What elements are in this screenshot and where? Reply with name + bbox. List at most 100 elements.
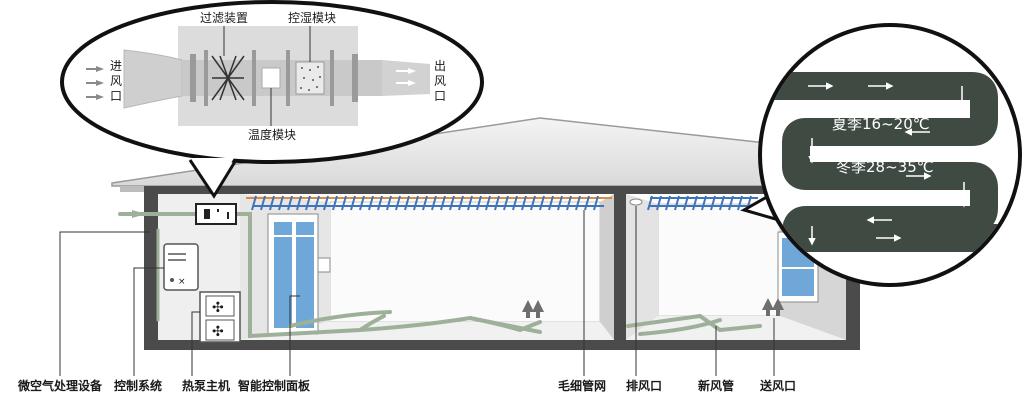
control-system-unit: × — [163, 243, 199, 291]
capillary-pipe — [386, 195, 392, 211]
humidity-module — [295, 61, 325, 95]
capillary-pipe — [692, 195, 698, 211]
svg-text:×: × — [178, 277, 186, 287]
capillary-pipe — [359, 195, 365, 211]
capillary-pipe — [656, 195, 662, 211]
exhaust-vent — [629, 198, 643, 206]
inlet-flow-arrows — [86, 66, 104, 100]
label-supply-vent: 送风口 — [759, 378, 796, 393]
capillary-pipe — [467, 195, 473, 211]
capillary-pipe — [683, 195, 689, 211]
room2-back — [657, 203, 781, 317]
inlet-label-2: 风 — [110, 74, 122, 88]
capillary-pipe — [251, 195, 257, 211]
capillary-pipe — [584, 195, 590, 211]
capillary-pipe — [413, 195, 419, 211]
label-fresh-air-duct: 新风管 — [698, 378, 734, 393]
outlet-flow-arrows — [396, 68, 416, 86]
winter-temperature: 冬季28~35℃ — [836, 158, 934, 176]
capillary-pipe — [341, 195, 347, 211]
capillary-pipe — [314, 195, 320, 211]
capillary-pipe — [350, 195, 356, 211]
capillary-pipe — [503, 195, 509, 211]
room1-right — [600, 194, 614, 340]
coil-callout: 夏季16~20℃ 冬季28~35℃ — [740, 23, 1022, 287]
capillary-pipe — [260, 195, 266, 211]
capillary-pipe — [530, 195, 536, 211]
temperature-label: 温度模块 — [248, 127, 296, 142]
capillary-pipe — [431, 195, 437, 211]
capillary-pipe-network — [246, 195, 758, 211]
capillary-pipe — [512, 195, 518, 211]
capillary-pipe — [548, 195, 554, 211]
fan-icon: ✣ — [212, 300, 224, 316]
ceiling — [144, 186, 860, 194]
capillary-pipe — [377, 195, 383, 211]
supply-air-arrows — [522, 298, 784, 318]
inlet-label-3: 口 — [110, 89, 122, 103]
capillary-pipe — [719, 195, 725, 211]
capillary-pipe — [665, 195, 671, 211]
capillary-pipe — [485, 195, 491, 211]
label-smart-panel: 智能控制面板 — [237, 378, 311, 393]
capillary-pipe — [269, 195, 275, 211]
capillary-pipe — [539, 195, 545, 211]
fan-icon: ✣ — [212, 324, 224, 340]
capillary-pipe — [701, 195, 707, 211]
inlet-arrow — [132, 210, 146, 218]
capillary-pipe — [422, 195, 428, 211]
label-control-system: 控制系统 — [114, 378, 162, 393]
capillary-pipe — [305, 195, 311, 211]
capillary-pipe — [332, 195, 338, 211]
label-exhaust-vent: 排风口 — [626, 378, 662, 393]
capillary-pipe — [296, 195, 302, 211]
capillary-pipe — [647, 195, 653, 211]
capillary-pipe — [476, 195, 482, 211]
capillary-pipe — [674, 195, 680, 211]
device-callout: 进 风 口 出 风 口 过滤装置 控湿模块 温度模块 — [60, 0, 484, 199]
capillary-pipe — [440, 195, 446, 211]
capillary-pipe — [368, 195, 374, 211]
temperature-module — [261, 67, 281, 89]
capillary-pipe — [575, 195, 581, 211]
smart-control-panel — [317, 257, 331, 273]
capillary-pipe — [737, 195, 743, 211]
fresh-air-duct — [118, 212, 762, 339]
capillary-pipe — [566, 195, 572, 211]
capillary-pipe — [710, 195, 716, 211]
micro-air-unit — [195, 203, 237, 225]
capillary-pipe — [404, 195, 410, 211]
filter-mesh — [211, 55, 245, 101]
capillary-pipe — [494, 195, 500, 211]
capillary-pipe — [323, 195, 329, 211]
label-capillary-network: 毛细管网 — [558, 378, 606, 393]
outlet-label-3: 口 — [434, 89, 446, 103]
label-micro-air-unit: 微空气处理设备 — [17, 378, 103, 393]
outlet-label-2: 风 — [434, 74, 446, 88]
room1-back — [329, 201, 601, 323]
capillary-pipe — [458, 195, 464, 211]
floor — [144, 340, 860, 350]
capillary-pipe — [449, 195, 455, 211]
summer-temperature: 夏季16~20℃ — [832, 115, 930, 133]
capillary-pipe — [278, 195, 284, 211]
capillary-pipe — [728, 195, 734, 211]
leader-lines — [59, 206, 775, 376]
inlet-label-1: 进 — [110, 59, 122, 73]
filter-label: 过滤装置 — [200, 11, 248, 25]
capillary-pipe — [395, 195, 401, 211]
heat-pump-unit: ✣ ✣ — [199, 291, 241, 343]
capillary-pipe — [557, 195, 563, 211]
capillary-pipe — [287, 195, 293, 211]
outlet-duct — [382, 60, 430, 96]
outlet-label-1: 出 — [434, 59, 446, 73]
humidity-label: 控湿模块 — [288, 10, 336, 25]
label-heat-pump: 热泵主机 — [182, 378, 230, 393]
patio-door — [267, 213, 319, 335]
room2-left — [626, 194, 658, 340]
bottom-labels: 微空气处理设备 控制系统 热泵主机 智能控制面板 毛细管网 排风口 新风管 送风… — [17, 378, 796, 393]
serpentine-coil — [762, 72, 1018, 252]
capillary-pipe — [593, 195, 599, 211]
divider-wall — [614, 188, 626, 348]
